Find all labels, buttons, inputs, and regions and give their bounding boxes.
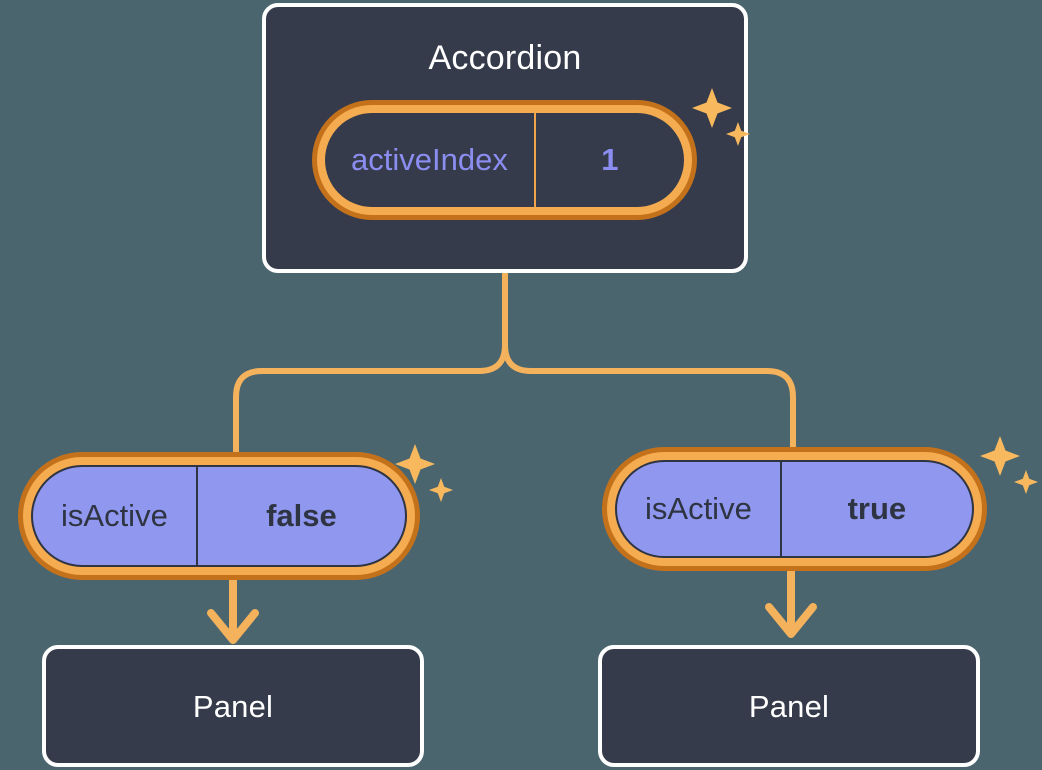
arrow-down-icon-right xyxy=(765,570,817,638)
pill-body: activeIndex 1 xyxy=(325,113,684,207)
connector-root-to-branch-right xyxy=(502,342,796,455)
state-pill-active-index[interactable]: activeIndex 1 xyxy=(312,100,697,220)
state-value-label: false xyxy=(195,467,405,565)
component-node-panel-right[interactable]: Panel xyxy=(598,645,980,767)
accordion-title: Accordion xyxy=(428,39,582,77)
state-pill-is-active-left[interactable]: isActive false xyxy=(18,452,420,580)
state-value-label: true xyxy=(779,462,972,556)
panel-title: Panel xyxy=(748,689,830,724)
state-pill-is-active-right[interactable]: isActive true xyxy=(602,447,987,571)
pill-body: isActive false xyxy=(31,465,407,567)
state-key-label: activeIndex xyxy=(351,142,508,177)
pill-body: isActive true xyxy=(615,460,974,558)
panel-title: Panel xyxy=(192,689,274,724)
state-key-label: isActive xyxy=(645,491,752,526)
sparkles-icon-right xyxy=(980,436,1038,494)
state-value-label: 1 xyxy=(533,113,684,207)
component-node-panel-left[interactable]: Panel xyxy=(42,645,424,767)
state-key-label: isActive xyxy=(61,498,168,533)
connector-root-to-branches xyxy=(233,270,508,458)
arrow-down-icon-left xyxy=(207,578,259,644)
